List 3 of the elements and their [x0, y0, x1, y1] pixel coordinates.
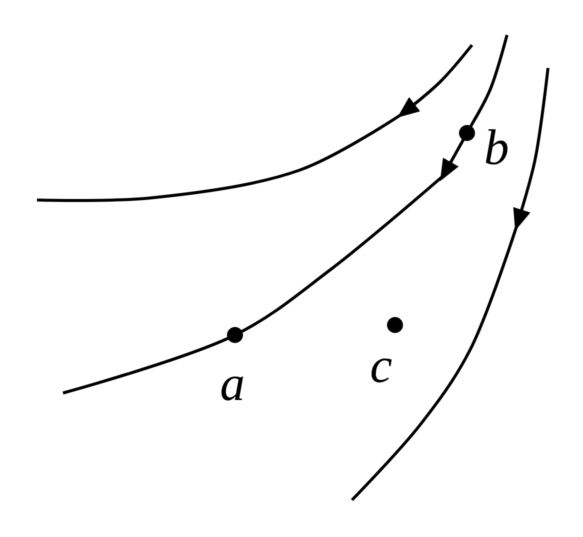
point-label: c — [370, 340, 392, 390]
point-label: a — [220, 358, 245, 408]
point-label: b — [484, 122, 509, 172]
